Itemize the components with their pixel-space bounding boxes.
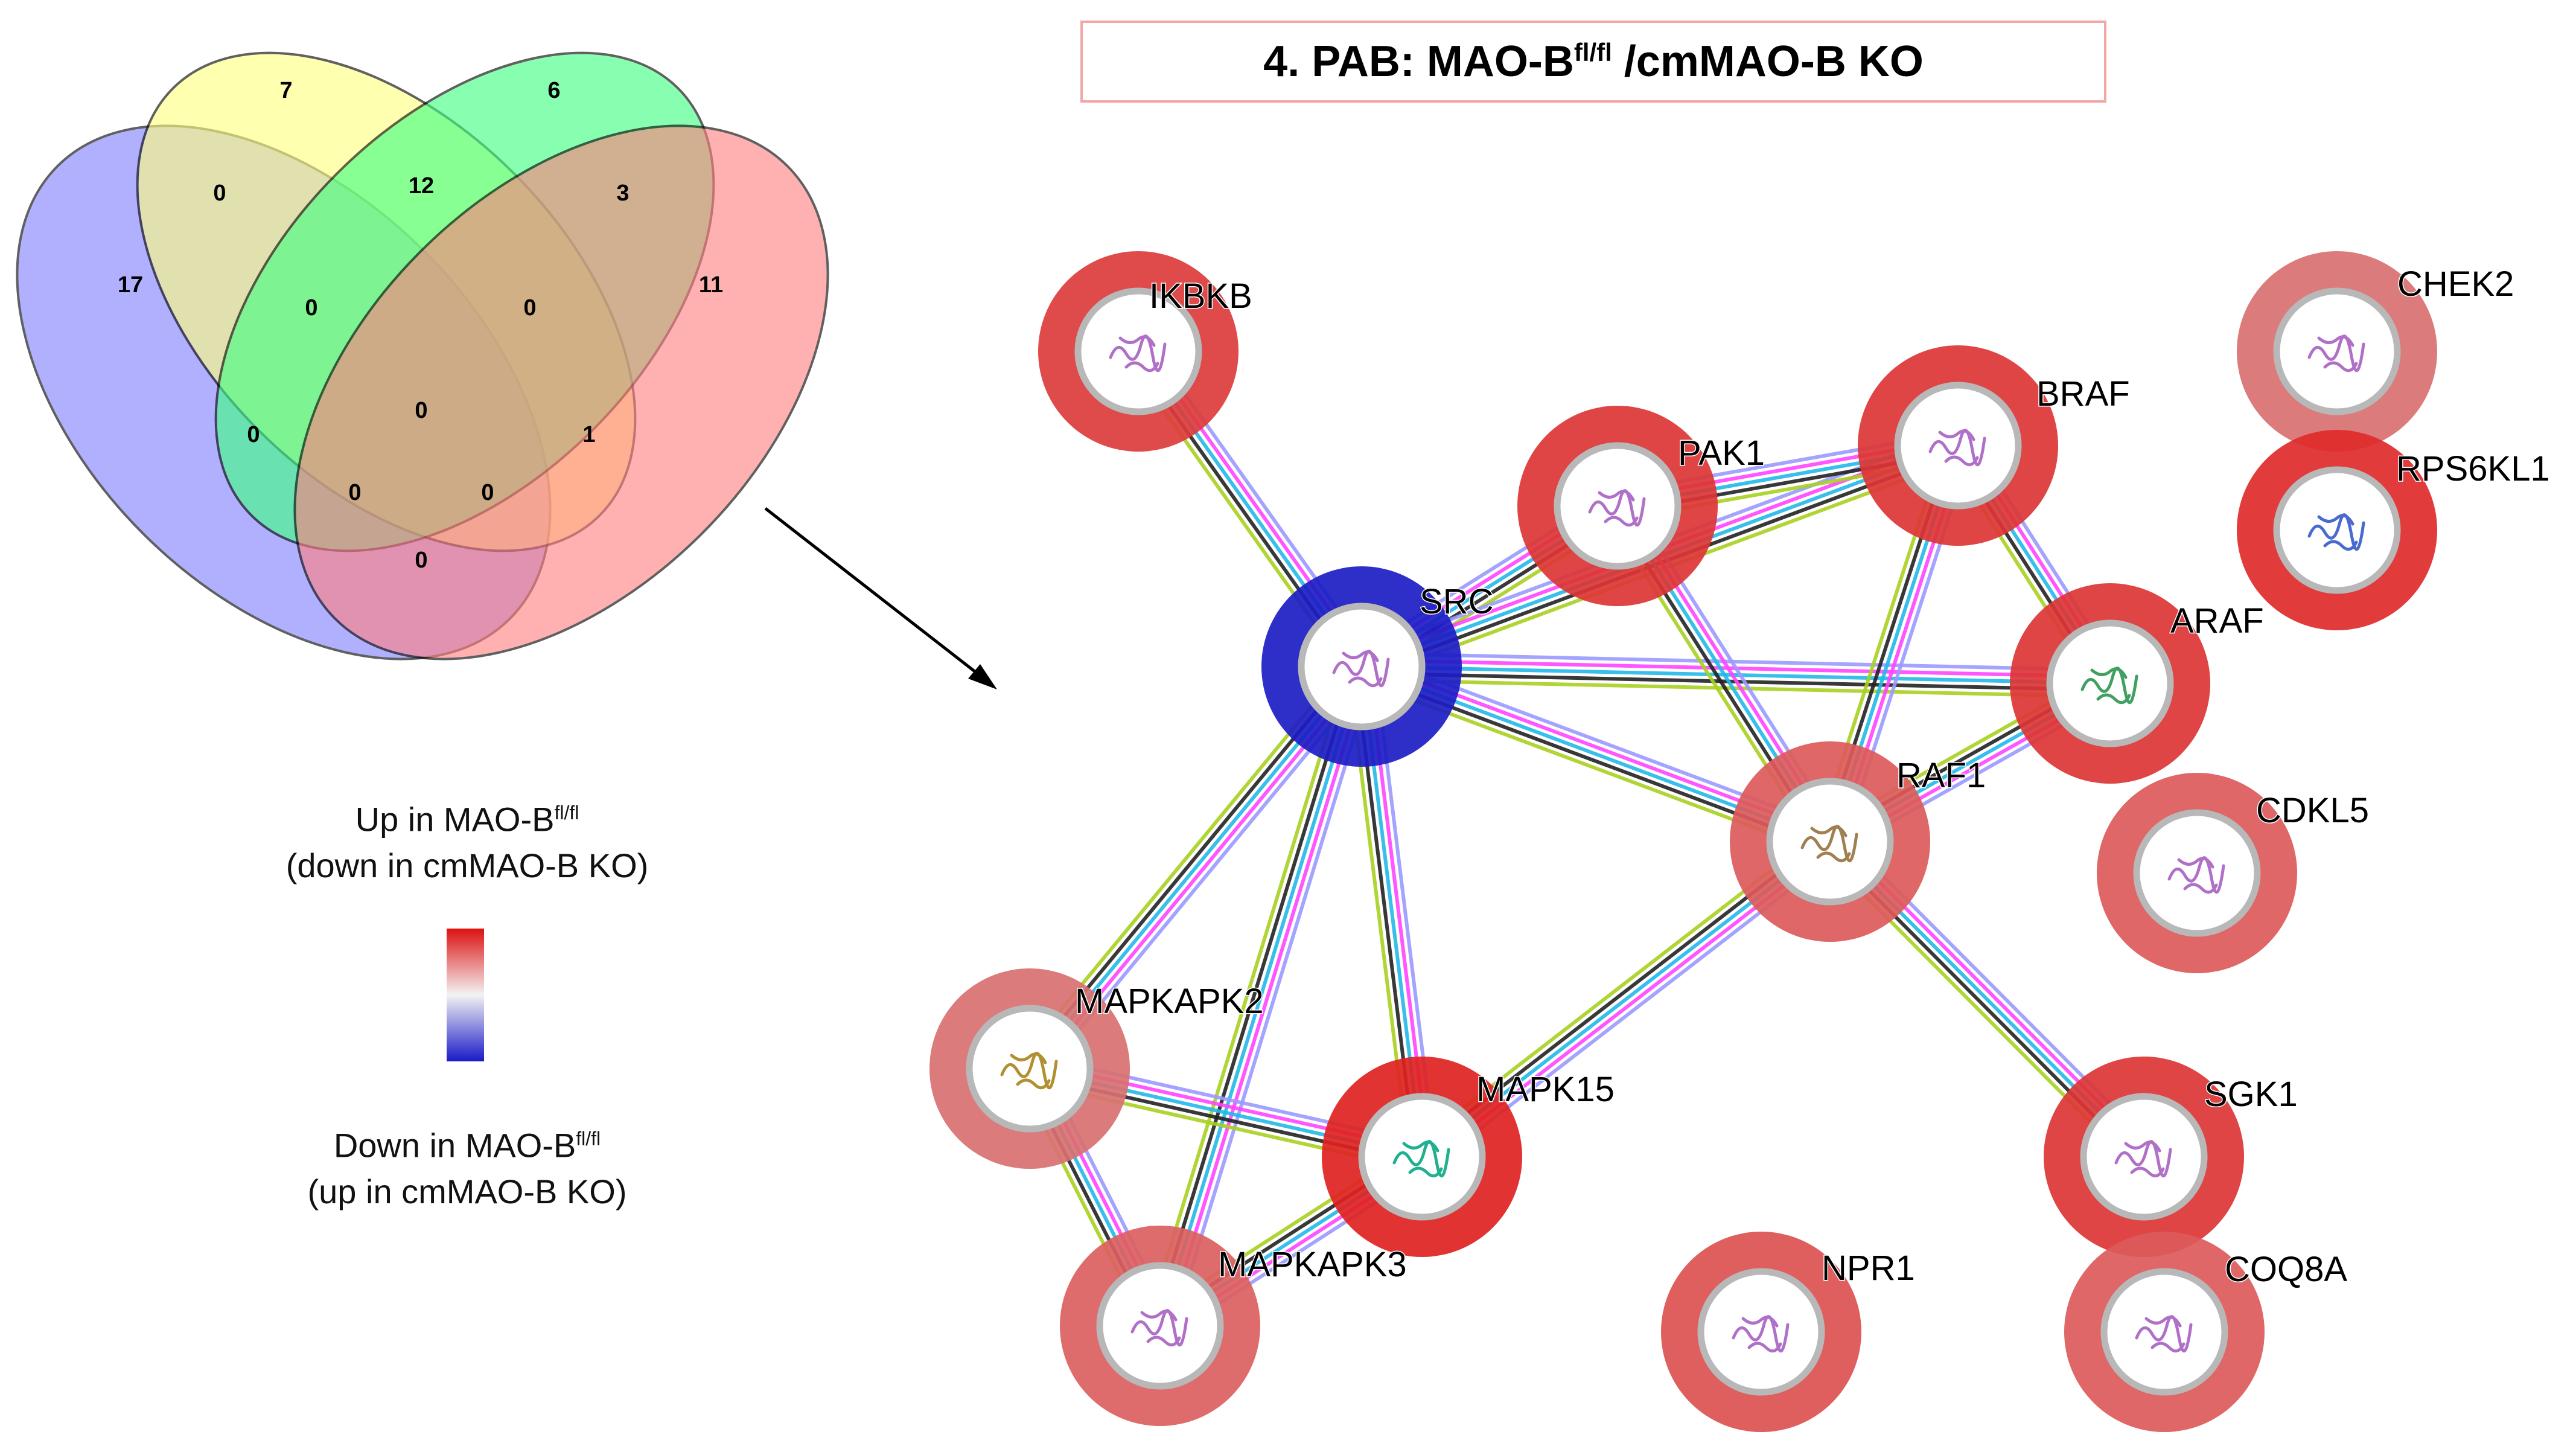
protein-structure-icon [2167,856,2225,894]
venn-count-blue-yellow-red: 0 [481,480,494,505]
arrow [764,507,997,689]
node-mapk15[interactable]: MAPK15 [1322,1057,1615,1257]
node-label: COQ8A [2225,1250,2347,1289]
node-src[interactable]: SRC [1261,566,1494,767]
node-label: RPS6KL1 [2396,449,2550,488]
node-araf[interactable]: ARAF [2010,583,2265,784]
node-pak1[interactable]: PAK1 [1517,406,1766,606]
protein-structure-icon [2307,334,2365,373]
protein-structure-icon [2135,1315,2193,1353]
protein-structure-icon [1109,334,1167,373]
node-raf1[interactable]: RAF1 [1730,741,1987,942]
venn-count-yellow-red: 1 [582,422,595,447]
venn-count-blue-green-red: 0 [348,480,361,505]
venn-count-yellow-green: 12 [409,173,434,199]
node-label: SGK1 [2204,1075,2298,1114]
venn-count-blue-yellow: 0 [213,181,226,206]
protein-structure-icon [2080,667,2138,705]
legend-up-label: Up in MAO-Bfl/fl (down in cmMAO-B KO) [285,800,649,884]
legend-color-gradient [447,929,484,1061]
node-label: CDKL5 [2256,791,2369,830]
node-label: RAF1 [1896,756,1986,795]
venn-count-green-only: 6 [547,78,560,103]
venn-count-blue-only: 17 [118,272,143,298]
venn-count-blue-yellow-green: 0 [305,295,317,321]
node-rps6kl1[interactable]: RPS6KL1 [2237,430,2551,630]
node-braf[interactable]: BRAF [1858,345,2131,546]
node-label: MAPKAPK2 [1075,982,1264,1021]
protein-structure-icon [1392,1140,1450,1178]
node-label: IKBKB [1149,277,1252,316]
venn-count-red-only: 11 [699,272,723,298]
protein-structure-icon [1332,650,1390,688]
protein-structure-icon [1000,1052,1058,1090]
legend-down-label: Down in MAO-Bfl/fl (up in cmMAO-B KO) [307,1126,627,1211]
venn-diagram: 17 7 6 11 0 12 3 0 0 0 0 1 0 0 0 [16,51,829,660]
venn-count-yellow-green-red: 0 [523,295,536,321]
venn-count-green-red: 3 [616,181,629,206]
venn-count-blue-green: 0 [247,422,260,447]
node-label: PAK1 [1678,433,1765,473]
venn-set-red [293,124,829,660]
figure-title: 4. PAB: MAO-Bfl/fl /cmMAO-B KO [1263,37,1924,86]
venn-count-yellow-only: 7 [279,78,292,103]
node-label: MAPK15 [1476,1070,1615,1109]
node-mapkapk2[interactable]: MAPKAPK2 [929,968,1264,1169]
node-coq8a[interactable]: COQ8A [2064,1232,2348,1432]
node-label: BRAF [2036,374,2130,414]
title-box: 4. PAB: MAO-Bfl/fl /cmMAO-B KO [1080,21,2106,103]
edge-SRC-MAPKAPK3 [1146,662,1376,1331]
node-label: ARAF [2170,601,2264,641]
protein-structure-icon [1130,1309,1188,1347]
protein-structure-icon [1732,1315,1790,1353]
node-label: MAPKAPK3 [1218,1245,1407,1284]
node-label: CHEK2 [2397,264,2514,304]
venn-count-blue-red: 0 [415,548,427,573]
protein-structure-icon [2307,513,2365,551]
node-cdkl5[interactable]: CDKL5 [2097,773,2370,973]
protein-structure-icon [2114,1140,2172,1178]
node-npr1[interactable]: NPR1 [1661,1232,1916,1432]
node-sgk1[interactable]: SGK1 [2044,1057,2298,1257]
node-chek2[interactable]: CHEK2 [2237,251,2515,452]
protein-structure-icon [1588,489,1646,527]
protein-structure-icon [1800,825,1858,863]
node-label: SRC [1420,582,1493,621]
node-mapkapk3[interactable]: MAPKAPK3 [1060,1226,1408,1426]
node-ikbkb[interactable]: IKBKB [1038,251,1253,452]
protein-structure-icon [1928,429,1986,467]
node-label: NPR1 [1822,1249,1915,1288]
venn-count-center: 0 [415,398,427,423]
